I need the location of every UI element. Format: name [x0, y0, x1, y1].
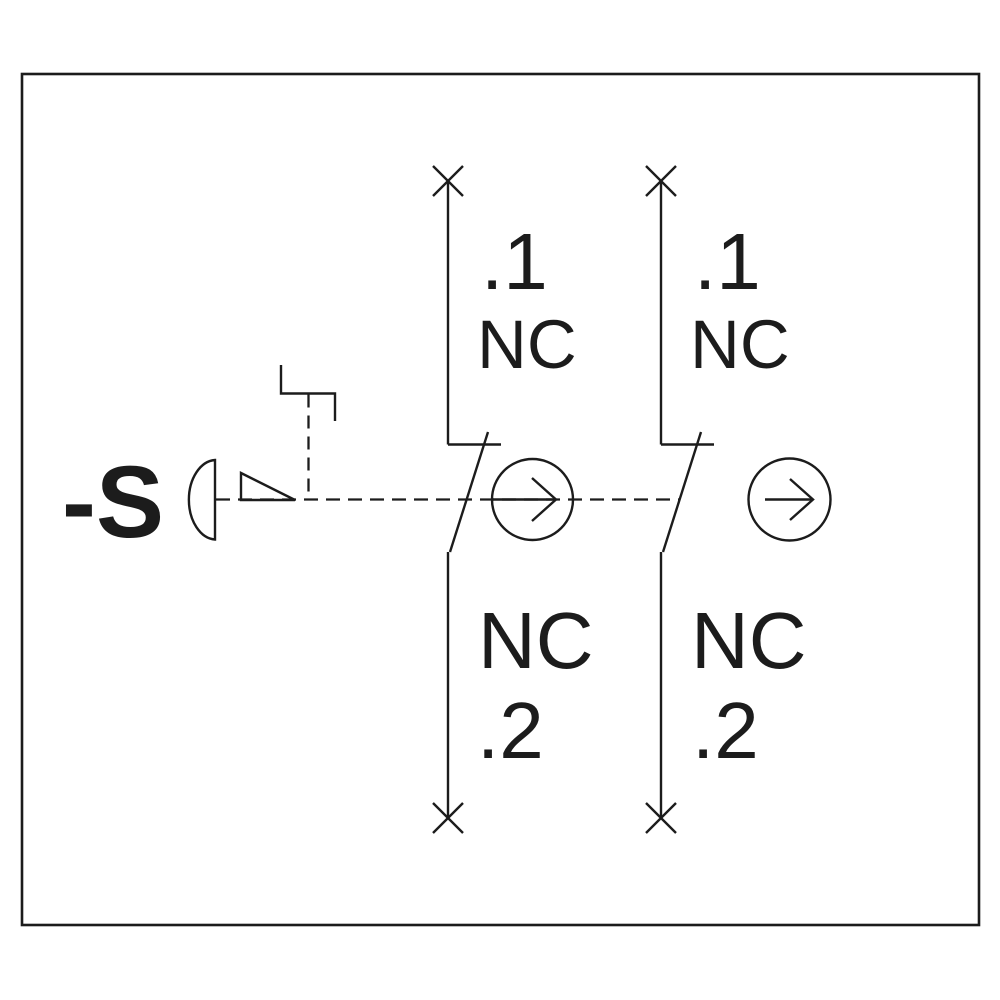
positive-opening-arrow-icon-2: [747, 457, 832, 542]
contact2-top-pin-label: .1: [694, 217, 761, 306]
terminal-x-icon-bottom-1: [432, 802, 464, 834]
mushroom-head-icon: [187, 458, 217, 541]
device-reference-label: -S: [62, 445, 164, 559]
contact2-bottom-type-label: NC: [691, 596, 807, 685]
contact1-bottom-type-label: NC: [478, 596, 594, 685]
arrow-head: [789, 478, 815, 521]
drawing-border: [20, 72, 981, 927]
positive-opening-circle: [747, 457, 832, 542]
contact1-bottom-pin-label: .2: [477, 686, 544, 775]
contact2-moving-blade: [661, 431, 703, 553]
contact2-bottom-pin-label: .2: [692, 686, 759, 775]
contact1-top-pin-label: .1: [481, 217, 548, 306]
positive-opening-arrow-icon-1: [490, 457, 575, 542]
terminal-x-icon-bottom-2: [645, 802, 677, 834]
contact1-moving-blade: [448, 431, 490, 553]
contact2-top-type-label: NC: [690, 306, 790, 383]
pushbutton-actuator: [187, 365, 337, 541]
nc-contact-2: [645, 165, 714, 834]
nc-contact-1: [432, 165, 501, 834]
contact1-top-type-label: NC: [477, 306, 577, 383]
x-stroke: [432, 802, 464, 834]
arrow-head: [531, 477, 558, 522]
x-stroke: [645, 802, 677, 834]
maintained-latch-hook-icon: [279, 365, 337, 421]
latch-wedge-triangle-icon: [239, 471, 296, 502]
